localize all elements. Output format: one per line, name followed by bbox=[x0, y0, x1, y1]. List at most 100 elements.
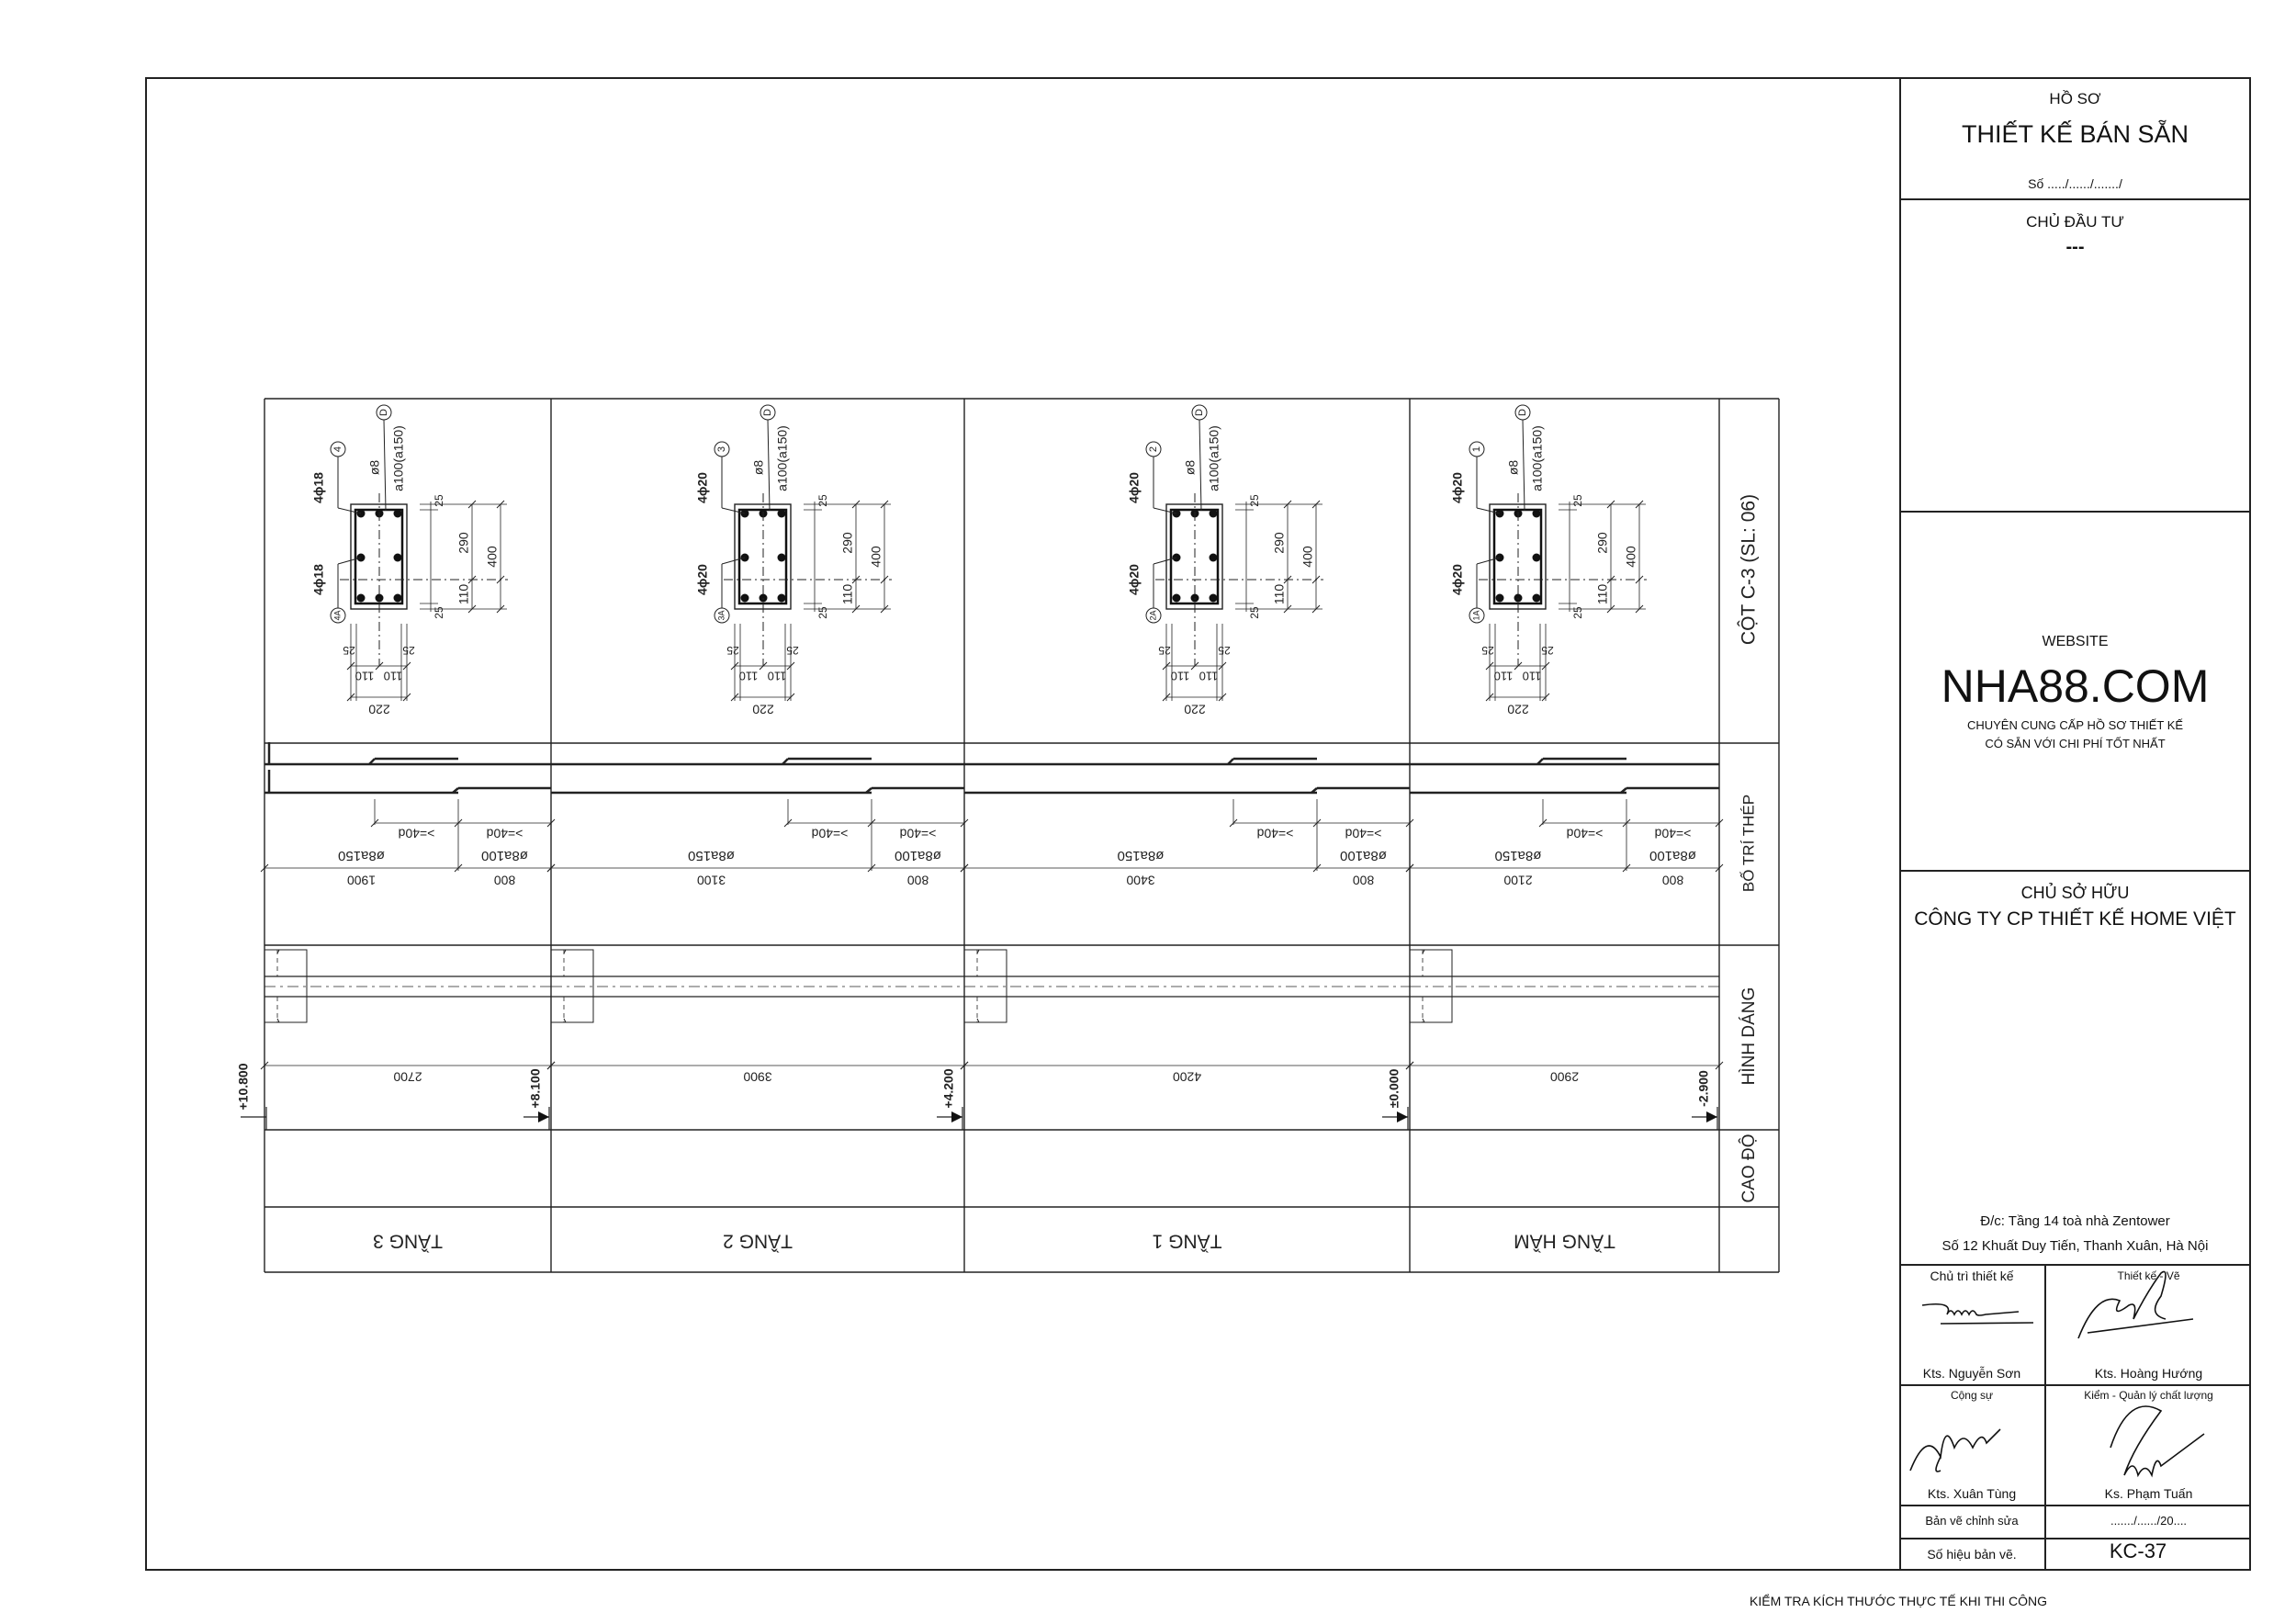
top-bar-mark: 3 bbox=[716, 446, 727, 452]
divider bbox=[1899, 1505, 2251, 1506]
stirrup-spacing-end: ø8a100 bbox=[1340, 848, 1387, 863]
leader bbox=[383, 419, 387, 512]
dim-tick bbox=[1311, 604, 1321, 614]
leader bbox=[1153, 507, 1177, 514]
address-line-1: Đ/c: Tầng 14 toà nhà Zentower bbox=[1980, 1213, 2170, 1229]
bottom-bar-mark: 2A bbox=[1148, 610, 1157, 620]
rebar-dot bbox=[777, 593, 786, 603]
dim-tick bbox=[1538, 818, 1548, 828]
lap-length-label: >=40d bbox=[487, 826, 523, 840]
floor-height: 4200 bbox=[1173, 1069, 1201, 1084]
top-bars-label: 4ɸ20 bbox=[1127, 472, 1142, 503]
dim-cover: 25 bbox=[816, 494, 829, 507]
dim-tick bbox=[1312, 863, 1322, 873]
mark-circle bbox=[1145, 441, 1162, 457]
bottom-bars-label: 4ɸ20 bbox=[1127, 564, 1142, 595]
stirrup-diameter: ø8 bbox=[1183, 460, 1198, 476]
dim-tick bbox=[960, 818, 969, 828]
dim-tick bbox=[960, 1061, 969, 1070]
bar-jog bbox=[865, 787, 872, 794]
dim-290: 290 bbox=[840, 532, 855, 554]
bar-jog bbox=[452, 787, 459, 794]
dim-220: 220 bbox=[1507, 702, 1529, 716]
top-elevation-label: +10.800 bbox=[236, 1063, 251, 1110]
stirrup-spacing-main: ø8a150 bbox=[338, 848, 385, 863]
role-label: Kiểm - Quản lý chất lượng bbox=[2084, 1389, 2213, 1402]
dim-tick bbox=[851, 500, 861, 509]
slogan-line-2: CÓ SẴN VỚI CHI PHÍ TỐT NHẤT bbox=[1985, 737, 2166, 750]
divider bbox=[2044, 1264, 2046, 1571]
dim-220: 220 bbox=[752, 702, 774, 716]
elevation-arrow bbox=[1397, 1111, 1408, 1122]
dim-tick bbox=[1485, 693, 1494, 702]
dim-tick bbox=[851, 604, 861, 614]
dim-cover: 25 bbox=[1541, 644, 1554, 657]
beam-stub bbox=[551, 949, 594, 1023]
dim-tick bbox=[1218, 693, 1227, 702]
document-number: Số ...../....../......./ bbox=[2028, 176, 2122, 191]
dim-290: 290 bbox=[1272, 532, 1287, 554]
owner-name: CÔNG TY CP THIẾT KẾ HOME VIỆT bbox=[1914, 908, 2236, 930]
title-block-divider bbox=[1899, 77, 1901, 1571]
role-label: Thiết kế - Vẽ bbox=[2117, 1269, 2180, 1282]
rebar-dot bbox=[393, 593, 402, 603]
dim-tick bbox=[260, 1061, 269, 1070]
stirrup-spacing-main: ø8a150 bbox=[688, 848, 735, 863]
dim-110: 110 bbox=[1523, 670, 1542, 683]
leader bbox=[721, 557, 746, 565]
rebar-dot bbox=[1495, 593, 1504, 603]
dim-tick bbox=[880, 575, 889, 584]
dim-tick bbox=[1311, 575, 1321, 584]
beam-stub bbox=[964, 949, 1007, 1023]
stirrup-spacing-main: ø8a150 bbox=[1495, 848, 1542, 863]
elevation-label: +8.100 bbox=[528, 1068, 543, 1108]
dim-110: 110 bbox=[1171, 670, 1190, 683]
signature-hoang-huong bbox=[2077, 1270, 2194, 1339]
dim-tick bbox=[960, 863, 969, 873]
dim-tick bbox=[454, 863, 463, 873]
stirrup-spacing: a100(a150) bbox=[1207, 425, 1221, 491]
rebar-dot bbox=[740, 593, 749, 603]
mark-circle bbox=[330, 607, 346, 624]
bottom-bar-mark: 1A bbox=[1471, 610, 1480, 620]
divider bbox=[1899, 1538, 2251, 1539]
stirrup-spacing-end: ø8a100 bbox=[481, 848, 528, 863]
dim-tick bbox=[1606, 604, 1615, 614]
divider bbox=[1899, 870, 2251, 872]
bar-jog bbox=[1227, 758, 1234, 765]
dim-tick bbox=[260, 863, 269, 873]
rebar-dot bbox=[356, 593, 366, 603]
ho-so-label: HỒ SƠ bbox=[2049, 90, 2101, 107]
dim-tick bbox=[880, 604, 889, 614]
stirrup-spacing-end: ø8a100 bbox=[1649, 848, 1696, 863]
dim-tick bbox=[346, 693, 355, 702]
dim-tick bbox=[1635, 604, 1644, 614]
mark-circle bbox=[714, 441, 730, 457]
top-bar-mark: 1 bbox=[1471, 446, 1482, 452]
top-bar-mark: 2 bbox=[1148, 446, 1159, 452]
dim-tick bbox=[786, 661, 795, 671]
bottom-bars-label: 4ɸ20 bbox=[1450, 564, 1465, 595]
rebar-dot bbox=[1532, 553, 1541, 562]
dim-tick bbox=[1312, 818, 1322, 828]
rebar-dot bbox=[1532, 509, 1541, 518]
lap-length-label: >=40d bbox=[1567, 826, 1604, 840]
top-bars-label: 4ɸ20 bbox=[695, 472, 710, 503]
top-bar-mark: 4 bbox=[332, 446, 343, 452]
bottom-bar-mark: 3A bbox=[716, 610, 726, 620]
dim-tick bbox=[867, 818, 876, 828]
dim-tick bbox=[851, 575, 861, 584]
dim-110: 110 bbox=[384, 670, 403, 683]
rebar-dot bbox=[777, 553, 786, 562]
dim-tick bbox=[1541, 661, 1550, 671]
project-title: THIẾT KẾ BÁN SẴN bbox=[1961, 120, 2189, 148]
leader bbox=[1476, 507, 1501, 514]
stirrup-spacing-main: ø8a150 bbox=[1118, 848, 1165, 863]
signer-name: Ks. Phạm Tuấn bbox=[2104, 1486, 2193, 1501]
stirrup-mark: D bbox=[762, 409, 773, 416]
dim-110: 110 bbox=[456, 584, 471, 605]
rebar-dot bbox=[1209, 509, 1218, 518]
mark-circle bbox=[1469, 607, 1485, 624]
rebar-dot bbox=[777, 509, 786, 518]
lap-length-label: >=40d bbox=[1655, 826, 1692, 840]
